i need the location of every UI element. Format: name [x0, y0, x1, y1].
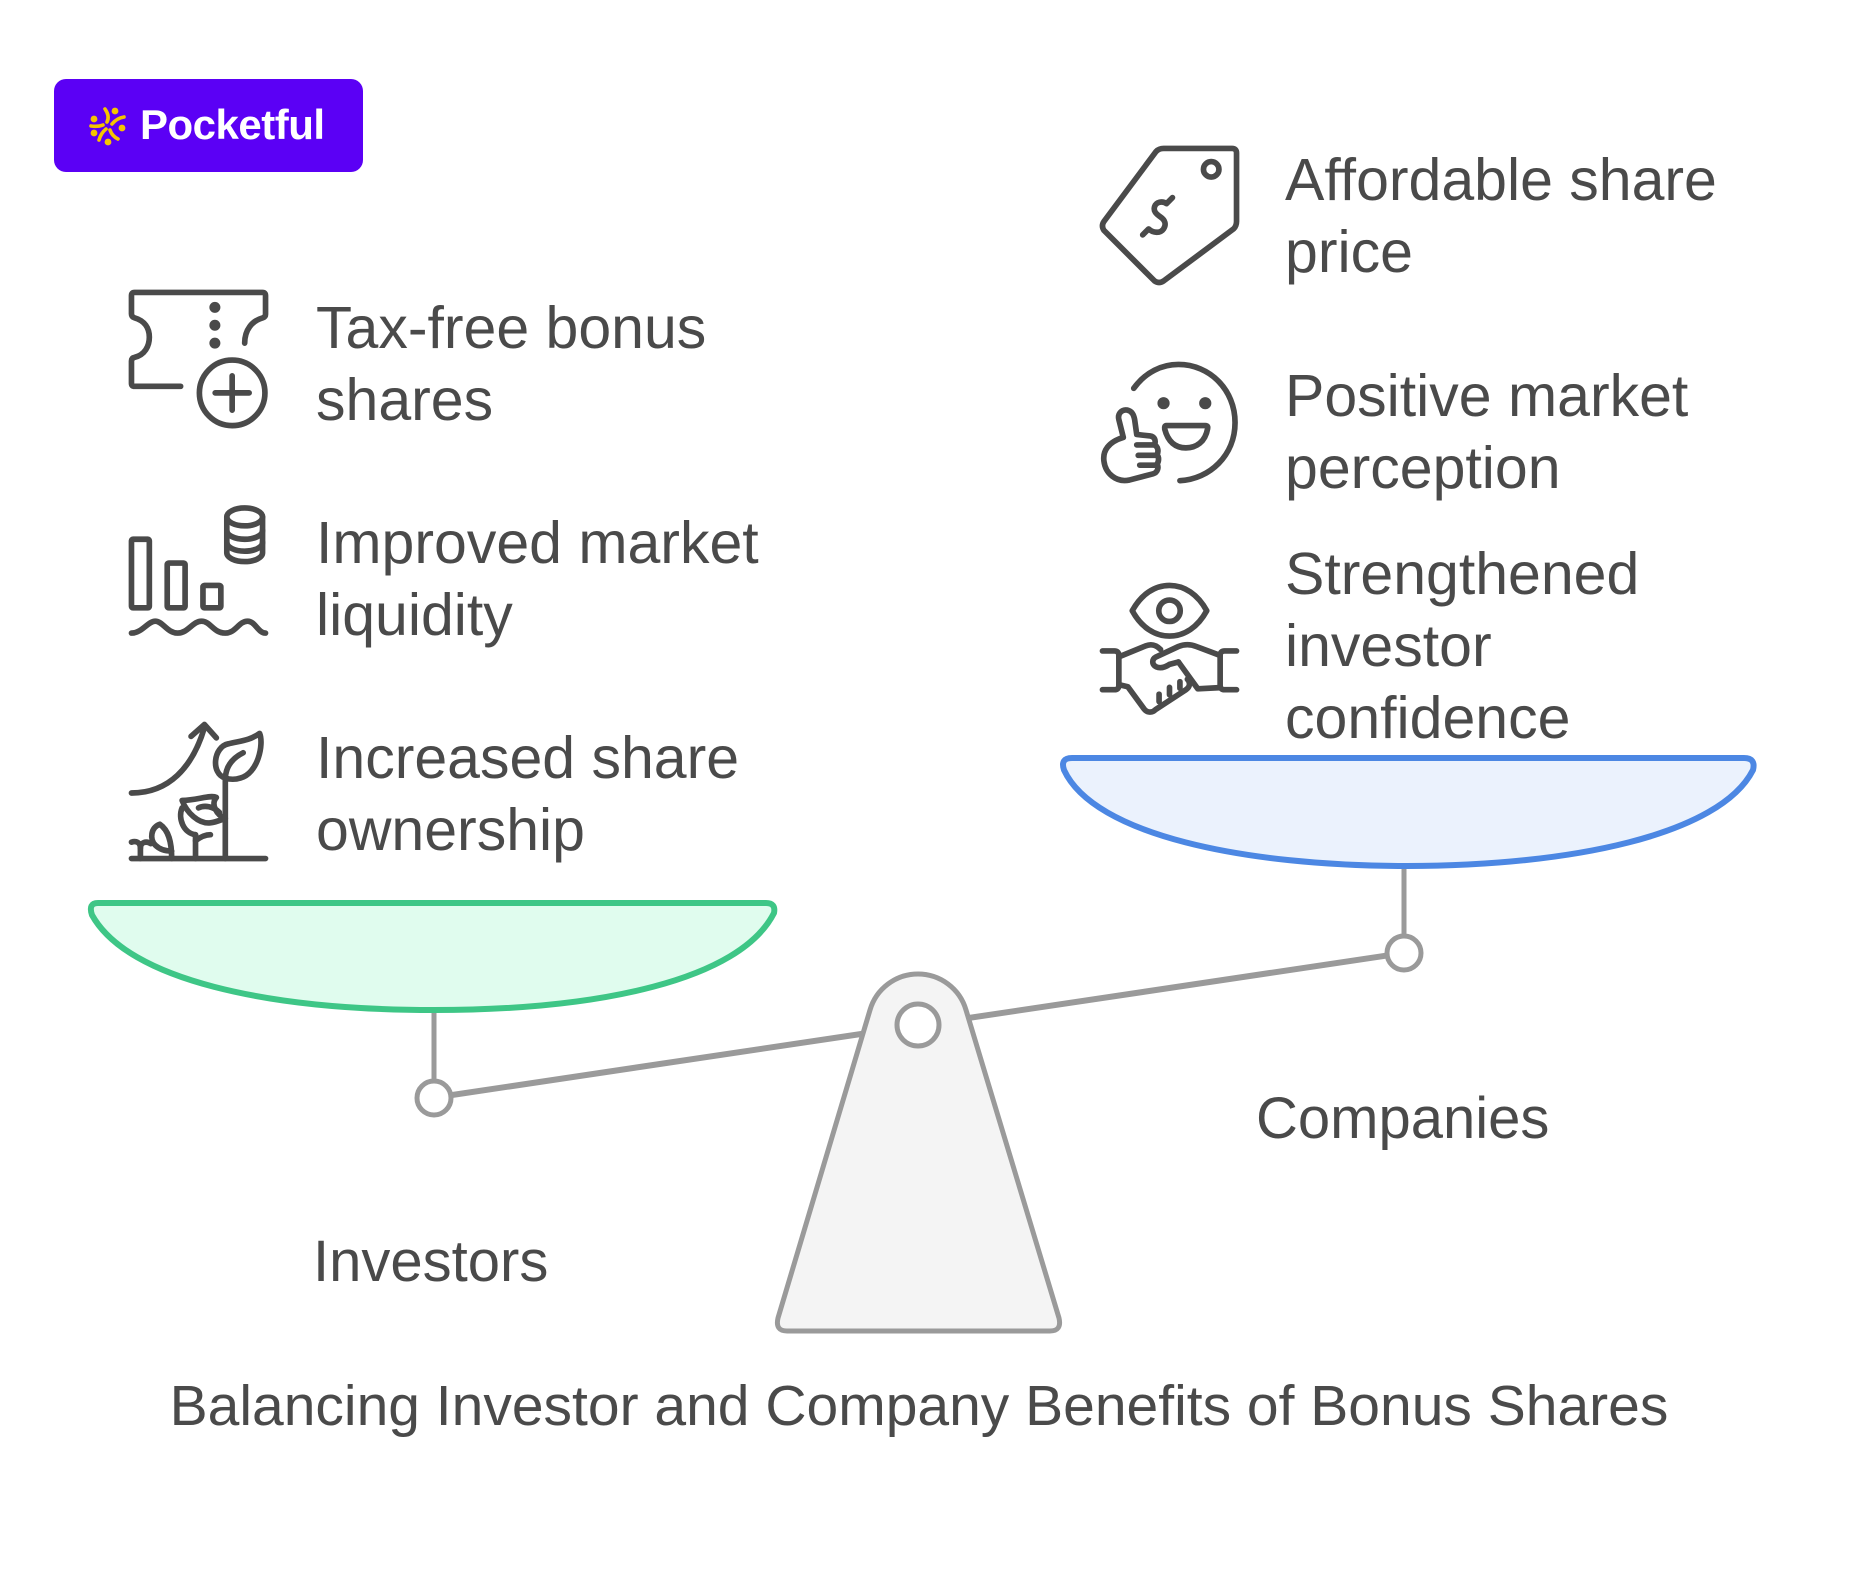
fulcrum	[774, 971, 1063, 1334]
investors-label: Investors	[313, 1229, 549, 1294]
benefit-text: Tax-free bonus shares	[316, 295, 707, 433]
price-tag-icon	[1099, 145, 1240, 286]
benefit-text: Affordable share price	[1285, 147, 1717, 285]
pivot-circle	[894, 1001, 942, 1049]
brand-logo: Pocketful	[54, 79, 363, 172]
benefit-text: Improved market liquidity	[316, 510, 759, 648]
benefit-text: Increased share ownership	[316, 725, 740, 863]
left-joint	[414, 1078, 454, 1118]
ticket-plus-icon	[128, 289, 269, 429]
companies-label: Companies	[1256, 1086, 1550, 1151]
eye-handshake-icon	[1099, 582, 1240, 715]
benefit-text: Positive market perception	[1285, 363, 1689, 501]
diagram-title: Balancing Investor and Company Benefits …	[169, 1374, 1669, 1438]
benefit-text: Strengthened investor confidence	[1285, 541, 1640, 751]
pocketful-logo-icon	[89, 107, 126, 146]
investors-pan	[87, 900, 778, 1013]
plant-growth-icon	[128, 721, 269, 862]
smiley-thumbs-up-icon	[1100, 361, 1238, 484]
right-joint	[1384, 933, 1424, 973]
brand-name: Pocketful	[140, 101, 325, 148]
companies-pan	[1060, 755, 1757, 869]
liquidity-chart-icon	[128, 505, 269, 636]
